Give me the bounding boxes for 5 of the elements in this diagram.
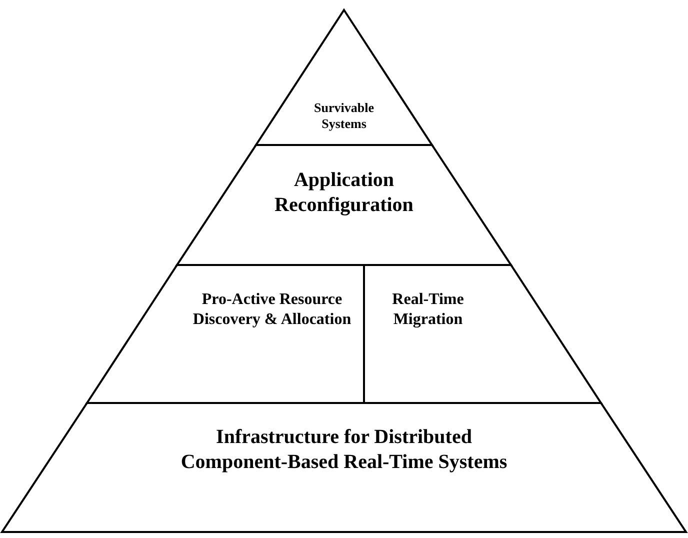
band-label: Pro-Active Resource Discovery & Allocation [192,290,352,330]
band-label: Application Reconfiguration [274,168,414,218]
band-label: Real-Time Migration [391,290,465,330]
band-label: Infrastructure for Distributed Component-Based Real-Time Systems [180,425,508,475]
band-label: Survivable Systems [313,100,375,132]
